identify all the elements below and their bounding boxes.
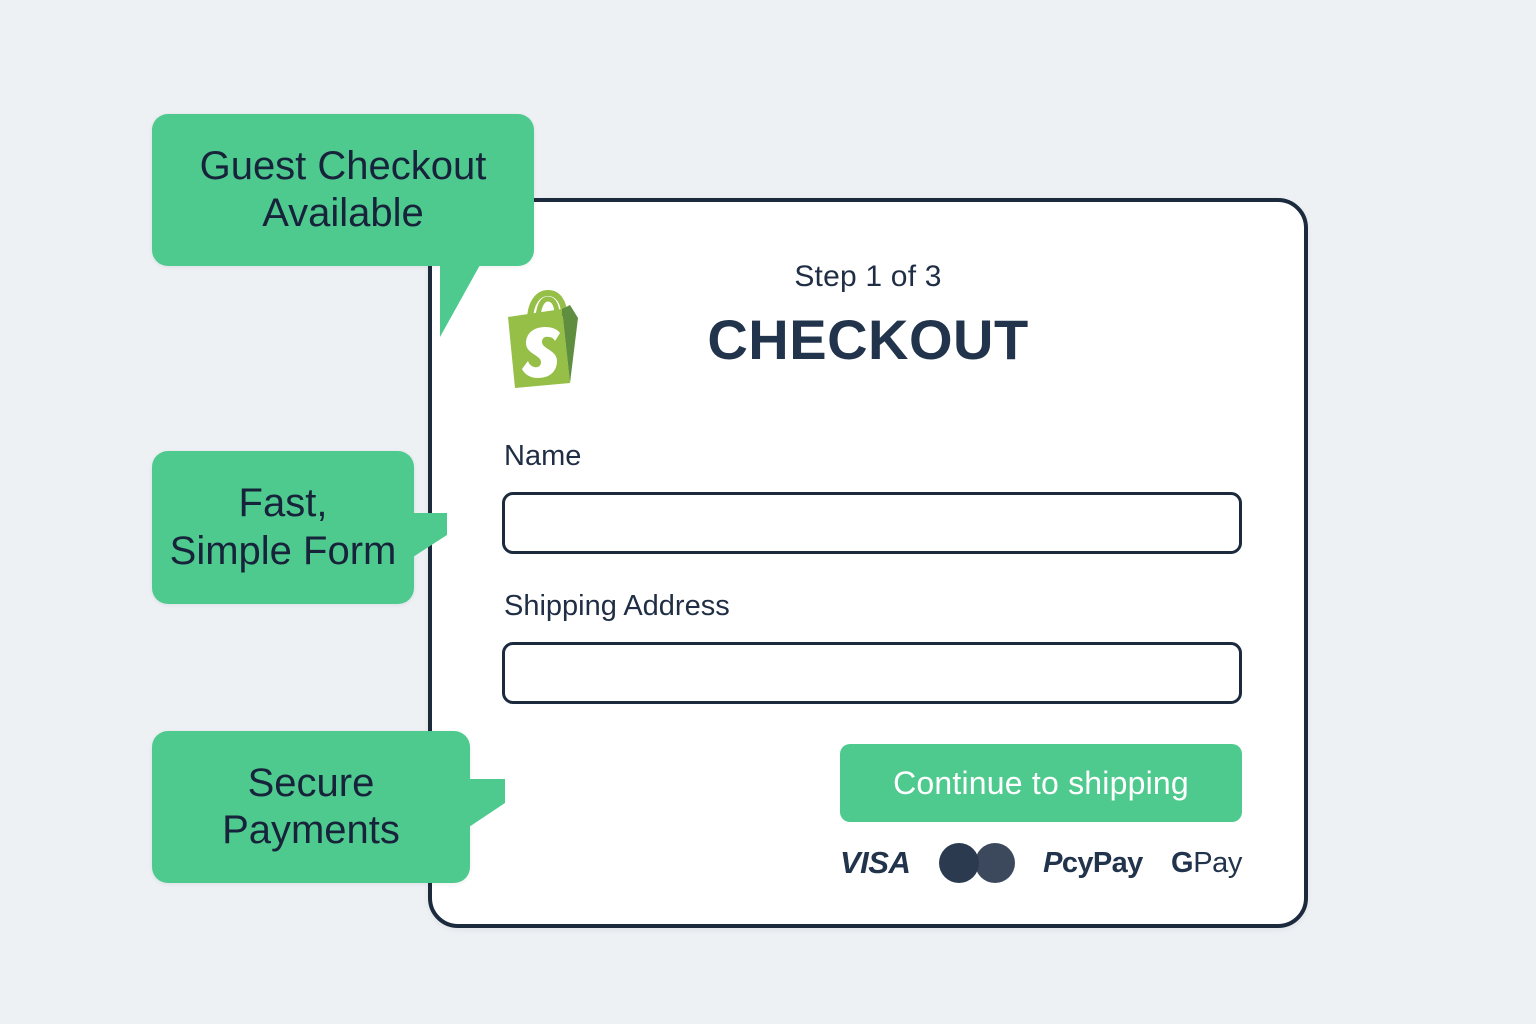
callout-guest-line-1: Guest Checkout [199,143,487,188]
gpay-logo-mark: G [1171,846,1194,879]
checkout-card: Step 1 of 3 CHECKOUT Name Shipping Addre… [428,198,1308,928]
callout-guest-checkout: Guest Checkout Available [152,114,534,337]
callout-fast-simple-form: Fast, Simple Form [152,451,447,604]
mastercard-icon [938,843,1015,883]
callout-fast-line-2: Simple Form [169,528,397,573]
gpay-icon: GPay [1171,847,1242,880]
paypal-logo-mark: P [1043,846,1062,879]
shipping-address-input[interactable] [502,642,1242,704]
callout-guest-line-2: Available [262,191,424,235]
shipping-address-field-label: Shipping Address [504,590,730,622]
payment-methods-row: VISA PcyPay GPay [840,840,1242,886]
mastercard-left-circle [938,843,979,883]
callout-tail-icon [413,513,447,557]
callout-fast-line-1: Fast, [238,481,328,526]
callout-tail-icon [469,779,505,827]
paypal-logo-text: cyPay [1061,846,1143,879]
paypal-icon: PcyPay [1043,847,1143,880]
callout-secure-payments: Secure Payments [152,731,505,883]
name-input[interactable] [502,492,1242,554]
callout-secure-line-1: Secure [247,760,375,805]
step-indicator: Step 1 of 3 [794,260,942,293]
callout-tail-icon [440,265,480,337]
gpay-logo-text: Pay [1193,846,1242,879]
page-title: CHECKOUT [707,308,1029,371]
visa-icon: VISA [840,845,911,880]
shopify-bag-icon [500,287,596,391]
mastercard-right-circle [974,843,1015,883]
callout-secure-line-2: Payments [222,808,400,852]
card-header: Step 1 of 3 CHECKOUT [432,202,1304,412]
name-field-label: Name [504,440,582,472]
continue-to-shipping-button[interactable]: Continue to shipping [840,744,1242,822]
